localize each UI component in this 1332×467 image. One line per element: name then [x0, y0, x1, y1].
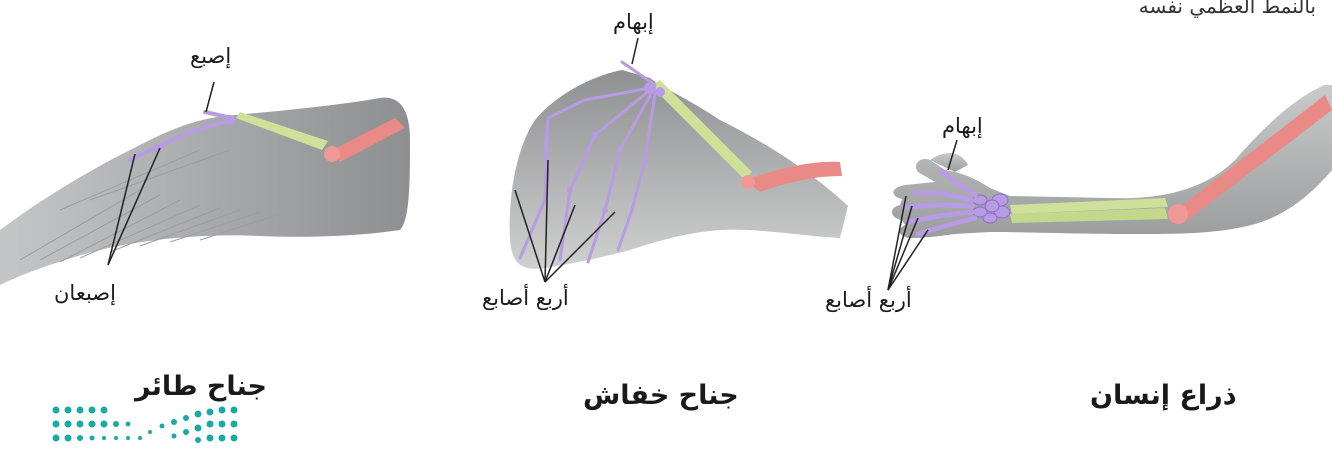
bat-four-fingers-label: أربع أصابع: [482, 286, 569, 310]
bird-finger-label: إصبع: [190, 44, 232, 68]
clipped-header-text: بالنمط العظمي نفسه: [1138, 0, 1316, 18]
bat-wing-caption: جناح خفاش: [583, 380, 739, 411]
human-arm-illustration: [887, 85, 1332, 291]
bird-wing-illustration: [0, 81, 410, 285]
human-thumb-label: إبهام: [942, 114, 983, 138]
human-four-fingers-label: أربع أصابع: [825, 288, 912, 312]
bat-thumb-label: إبهام: [613, 10, 654, 34]
ministry-dots-logo-icon: [52, 406, 238, 443]
bird-two-fingers-label: إصبعان: [54, 281, 116, 305]
bat-wing-illustration: [509, 37, 848, 283]
bird-wing-caption: جناح طائر: [135, 371, 267, 402]
human-arm-caption: ذراع إنسان: [1090, 380, 1237, 411]
